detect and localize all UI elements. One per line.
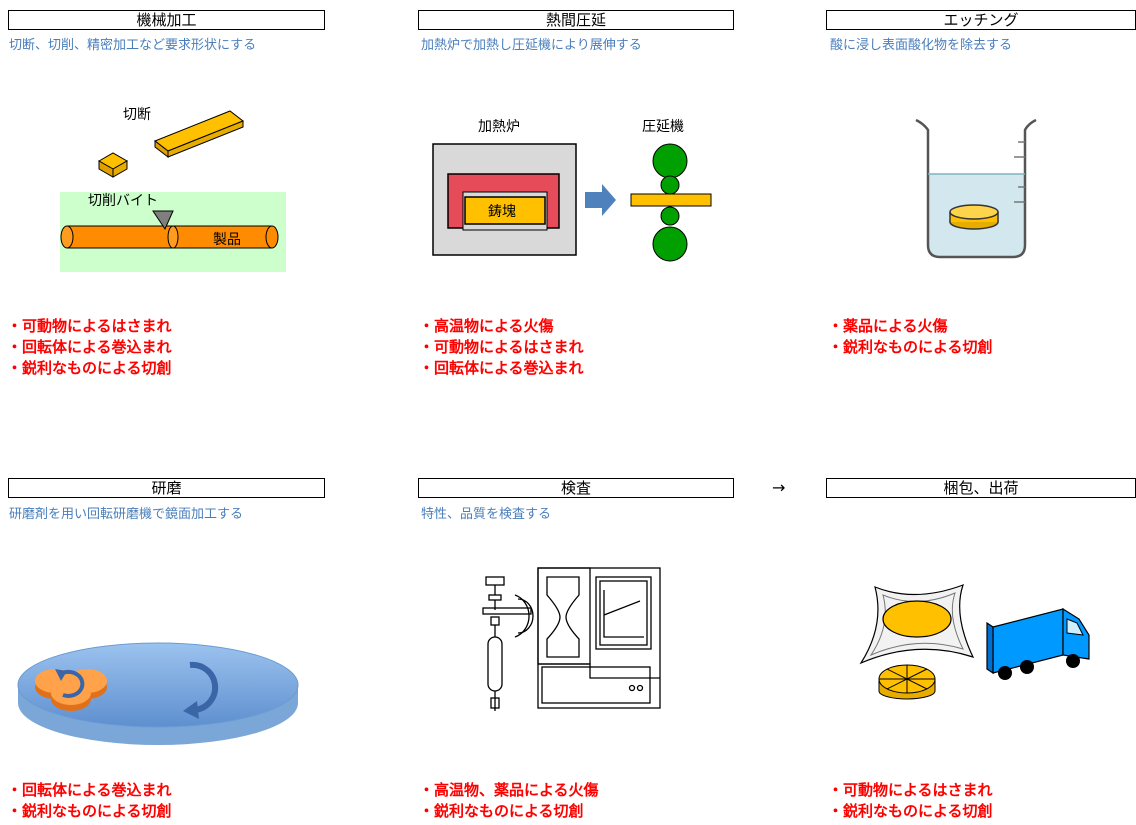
cutting-illustration: 切断 切削バイト 製品 xyxy=(55,95,295,280)
label-ingot: 鋳塊 xyxy=(488,203,516,220)
step-title-hot-rolling: 熱間圧延 xyxy=(418,10,734,30)
hazard-item: ・鋭利なものによる切創 xyxy=(7,359,172,377)
hazard-list-etching: ・薬品による火傷 ・鋭利なものによる切創 xyxy=(828,316,993,358)
hazard-item: ・鋭利なものによる切創 xyxy=(828,338,993,356)
hazard-item: ・回転体による巻込まれ xyxy=(7,338,172,356)
tester-illustration xyxy=(480,565,665,715)
polisher-illustration xyxy=(15,625,305,755)
hazard-item: ・鋭利なものによる切創 xyxy=(828,802,993,820)
label-tool: 切削バイト xyxy=(88,193,158,209)
label-furnace: 加熱炉 xyxy=(478,119,520,135)
hazard-list-machining: ・可動物によるはさまれ ・回転体による巻込まれ ・鋭利なものによる切創 xyxy=(7,316,172,379)
hazard-item: ・鋭利なものによる切創 xyxy=(419,802,584,820)
hazard-list-inspection: ・高温物、薬品による火傷 ・鋭利なものによる切創 xyxy=(419,780,599,822)
step-desc-inspection: 特性、品質を検査する xyxy=(421,507,552,522)
hazard-list-hot-rolling: ・高温物による火傷 ・可動物によるはさまれ ・回転体による巻込まれ xyxy=(419,316,584,379)
step-title-etching: エッチング xyxy=(826,10,1136,30)
hazard-item: ・回転体による巻込まれ xyxy=(7,781,172,799)
hazard-item: ・可動物によるはさまれ xyxy=(828,781,993,799)
step-title-machining: 機械加工 xyxy=(8,10,325,30)
label-cut: 切断 xyxy=(123,107,151,123)
hazard-list-polishing: ・回転体による巻込まれ ・鋭利なものによる切創 xyxy=(7,780,172,822)
hazard-item: ・可動物によるはさまれ xyxy=(7,317,172,335)
hazard-item: ・可動物によるはさまれ xyxy=(419,338,584,356)
step-title-polishing: 研磨 xyxy=(8,478,325,498)
hazard-item: ・鋭利なものによる切創 xyxy=(7,802,172,820)
furnace-rolling-illustration: 加熱炉 圧延機 鋳塊 xyxy=(430,110,720,270)
step-desc-hot-rolling: 加熱炉で加熱し圧延機により展伸する xyxy=(421,38,642,53)
label-product: 製品 xyxy=(213,232,241,248)
hazard-item: ・高温物、薬品による火傷 xyxy=(419,781,599,799)
step-title-inspection: 検査 xyxy=(418,478,734,498)
beaker-illustration xyxy=(910,112,1045,262)
step-desc-polishing: 研磨剤を用い回転研磨機で鏡面加工する xyxy=(9,507,244,522)
hazard-list-shipping: ・可動物によるはさまれ ・鋭利なものによる切創 xyxy=(828,780,993,822)
step-title-shipping: 梱包、出荷 xyxy=(826,478,1136,498)
hazard-item: ・回転体による巻込まれ xyxy=(419,359,584,377)
hazard-item: ・高温物による火傷 xyxy=(419,317,554,335)
hazard-item: ・薬品による火傷 xyxy=(828,317,948,335)
step-desc-machining: 切断、切削、精密加工など要求形状にする xyxy=(9,38,257,53)
step-desc-etching: 酸に浸し表面酸化物を除去する xyxy=(830,38,1013,53)
label-mill: 圧延機 xyxy=(642,119,684,135)
flow-arrow: → xyxy=(772,478,786,497)
shipping-illustration xyxy=(855,575,1105,735)
